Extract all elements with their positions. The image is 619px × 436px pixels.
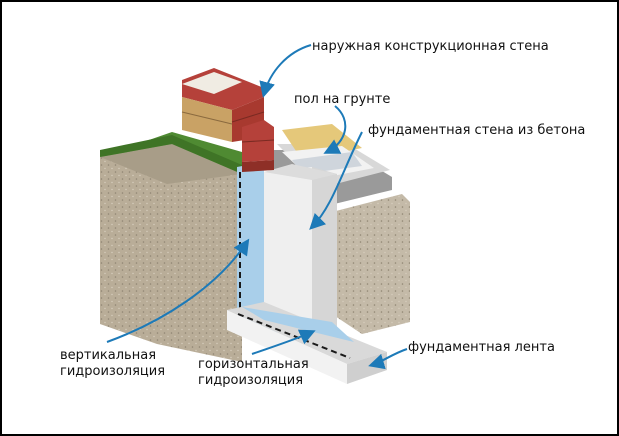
- label-foundation-strip: фундаментная лента: [408, 340, 555, 355]
- label-horizontal-wp: горизонтальная гидроизоляция: [198, 357, 309, 389]
- arrow-outer-wall: [259, 44, 312, 98]
- arrow-horizontal-wp: [251, 329, 316, 355]
- horizontal-waterproofing: [242, 307, 354, 342]
- vertical-waterproofing: [237, 162, 332, 347]
- brick-wall: [181, 68, 275, 172]
- label-outer-wall: наружная конструкционная стена: [312, 39, 549, 54]
- grass-layer: [100, 132, 242, 174]
- label-vertical-wp-line1: вертикальная: [60, 348, 157, 363]
- label-horizontal-wp-line1: горизонтальная: [198, 357, 309, 372]
- arrow-foundation-strip: [368, 348, 408, 370]
- label-foundation-wall: фундаментная стена из бетона: [368, 123, 586, 138]
- label-horizontal-wp-line2: гидроизоляция: [198, 373, 304, 388]
- label-vertical-wp-line2: гидроизоляция: [60, 364, 166, 379]
- soil-block: [100, 144, 242, 362]
- arrow-foundation-wall: [309, 131, 363, 230]
- label-vertical-wp: вертикальная гидроизоляция: [60, 348, 165, 380]
- soil-right: [332, 194, 410, 334]
- arrow-vertical-wp: [106, 238, 250, 343]
- label-floor-on-ground: пол на грунте: [294, 92, 391, 107]
- foundation-wall: [264, 167, 312, 332]
- arrow-floor: [323, 105, 347, 154]
